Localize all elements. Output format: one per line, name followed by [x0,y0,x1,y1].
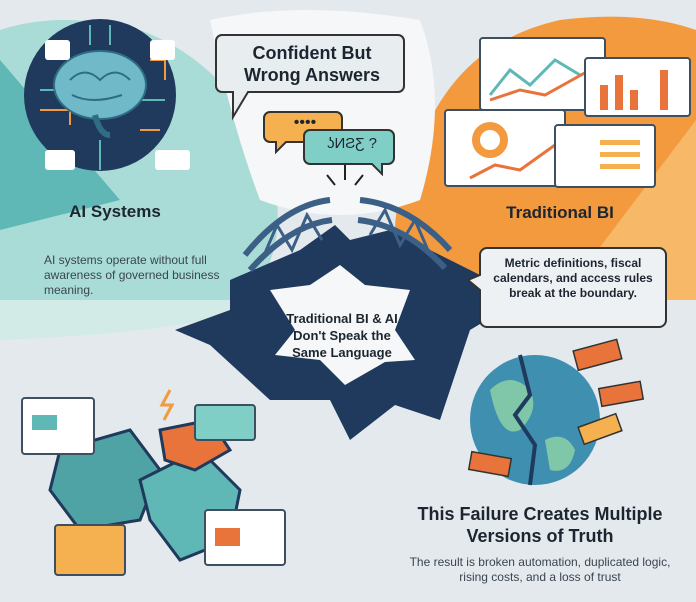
brain-circuit-icon [24,19,190,171]
dots-text: •••• [293,114,317,131]
center-message: Traditional BI & AI Don't Speak the Same… [286,311,398,360]
broken-puzzle-icon [21,389,286,576]
broken-bridge-icon [242,165,453,272]
outcome-title: This Failure Creates Multiple Versions o… [417,504,663,546]
headline-bubble [215,34,405,121]
broken-globe-icon [467,338,645,486]
garbled-bubble [303,129,395,177]
bi-callout-text: Metric definitions, fiscal calendars, an… [493,256,653,300]
ai-description: AI systems operate without full awarenes… [44,253,220,297]
headline-text: Confident But Wrong Answers [243,43,381,85]
ai-title: AI Systems [69,202,161,221]
outcome-description: The result is broken automation, duplica… [409,555,671,584]
bi-callout-bubble [466,247,667,328]
dashboard-icon [444,37,691,188]
bi-title: Traditional BI [506,203,614,222]
garbled-text: ʖИƧƸ ? [327,135,377,152]
